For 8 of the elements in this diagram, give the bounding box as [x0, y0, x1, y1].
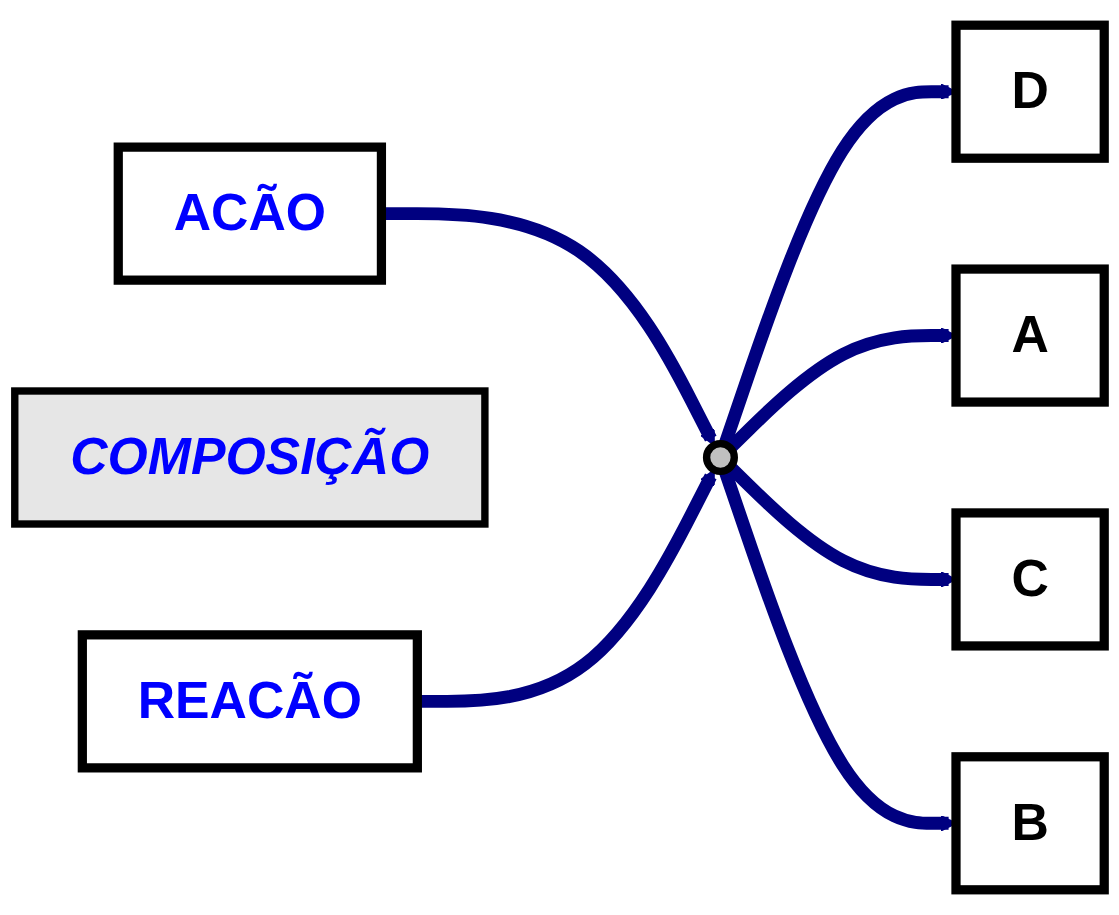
node-box: C — [951, 508, 1109, 651]
node-box: REACÃO — [77, 630, 422, 773]
node-box: COMPOSIÇÃO — [11, 387, 489, 528]
node-box: A — [951, 264, 1109, 407]
node-circle — [702, 439, 738, 476]
node-box: ACÃO — [113, 142, 387, 285]
node-box: B — [951, 752, 1109, 895]
node-box: D — [951, 20, 1109, 163]
